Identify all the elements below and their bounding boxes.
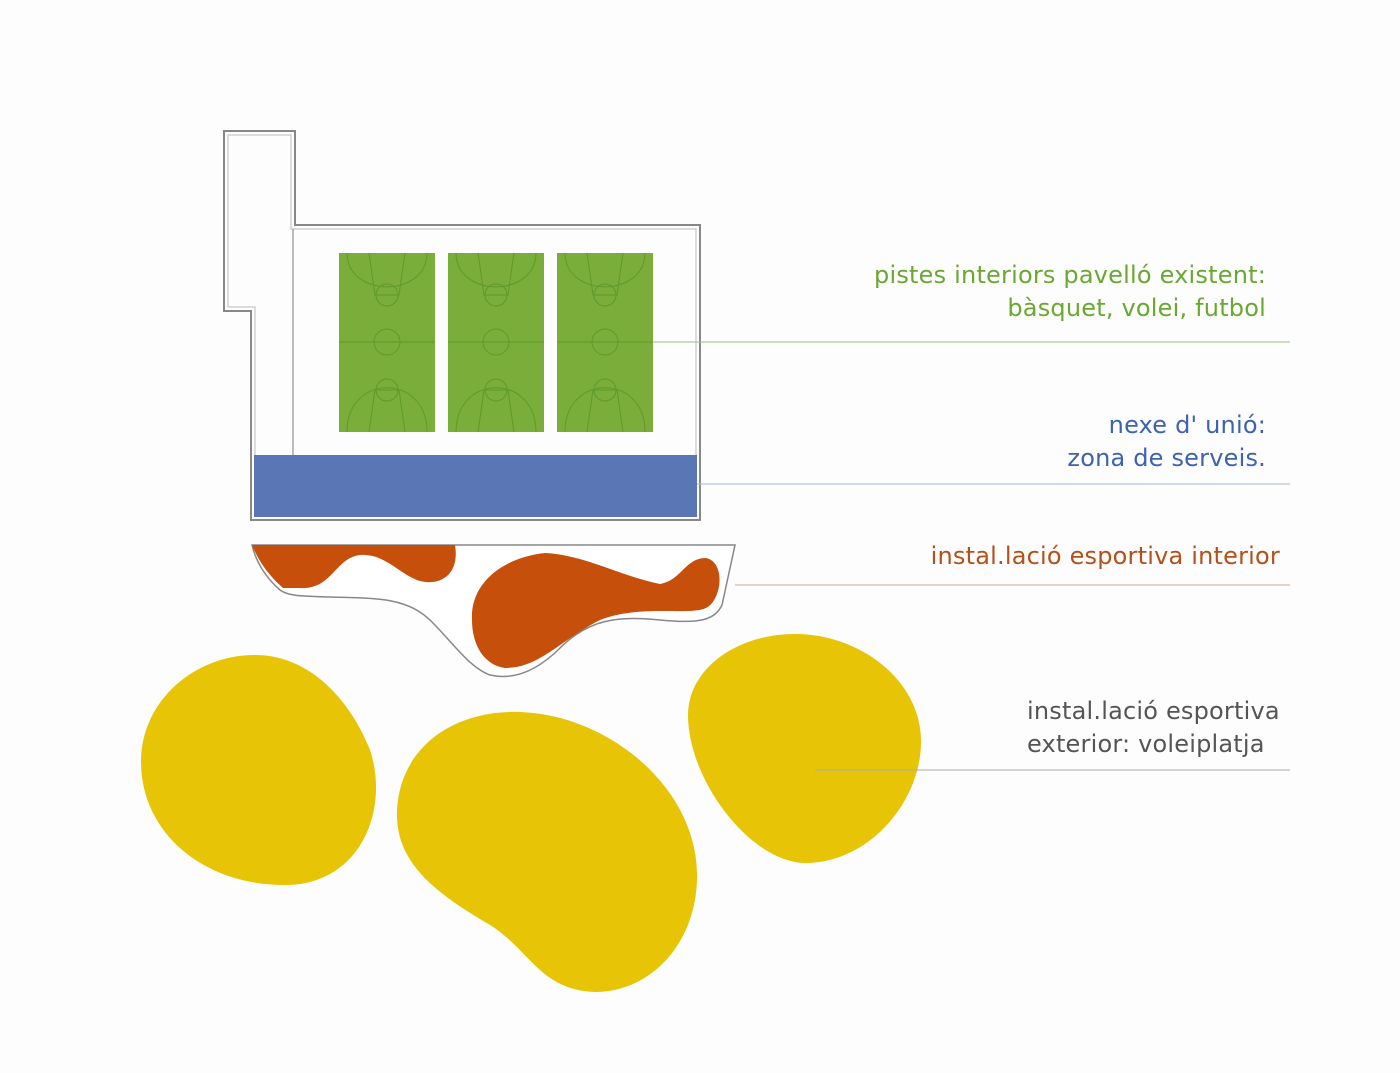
pavilion-outline [223,130,701,521]
label-courts-line1: pistes interiors pavelló existent: [874,261,1266,289]
label-indoor-courts: pistes interiors pavelló existent: bàsqu… [874,259,1266,325]
label-services-zone: nexe d' unió: zona de serveis. [1067,409,1266,475]
services-zone [254,455,697,517]
beach-volley-court-1 [140,655,377,885]
label-outdoor-installation: instal.lació esportiva exterior: voleipl… [1027,695,1280,761]
label-indoor-line1: instal.lació esportiva interior [930,542,1280,570]
label-outdoor-line2: exterior: voleiplatja [1027,730,1265,758]
label-indoor-installation: instal.lació esportiva interior [931,540,1280,573]
court-3 [557,252,653,433]
court-1 [339,252,435,433]
court-2 [448,252,544,433]
indoor-installation-area-1 [252,545,456,589]
label-courts-line2: bàsquet, volei, futbol [1007,294,1266,322]
indoor-courts [339,252,653,433]
beach-volley-court-3 [688,634,922,863]
beach-volley-court-2 [396,711,698,992]
label-services-line1: nexe d' unió: [1108,411,1266,439]
indoor-installation-area-2 [471,553,720,668]
label-services-line2: zona de serveis. [1067,444,1266,472]
label-outdoor-line1: instal.lació esportiva [1027,697,1280,725]
